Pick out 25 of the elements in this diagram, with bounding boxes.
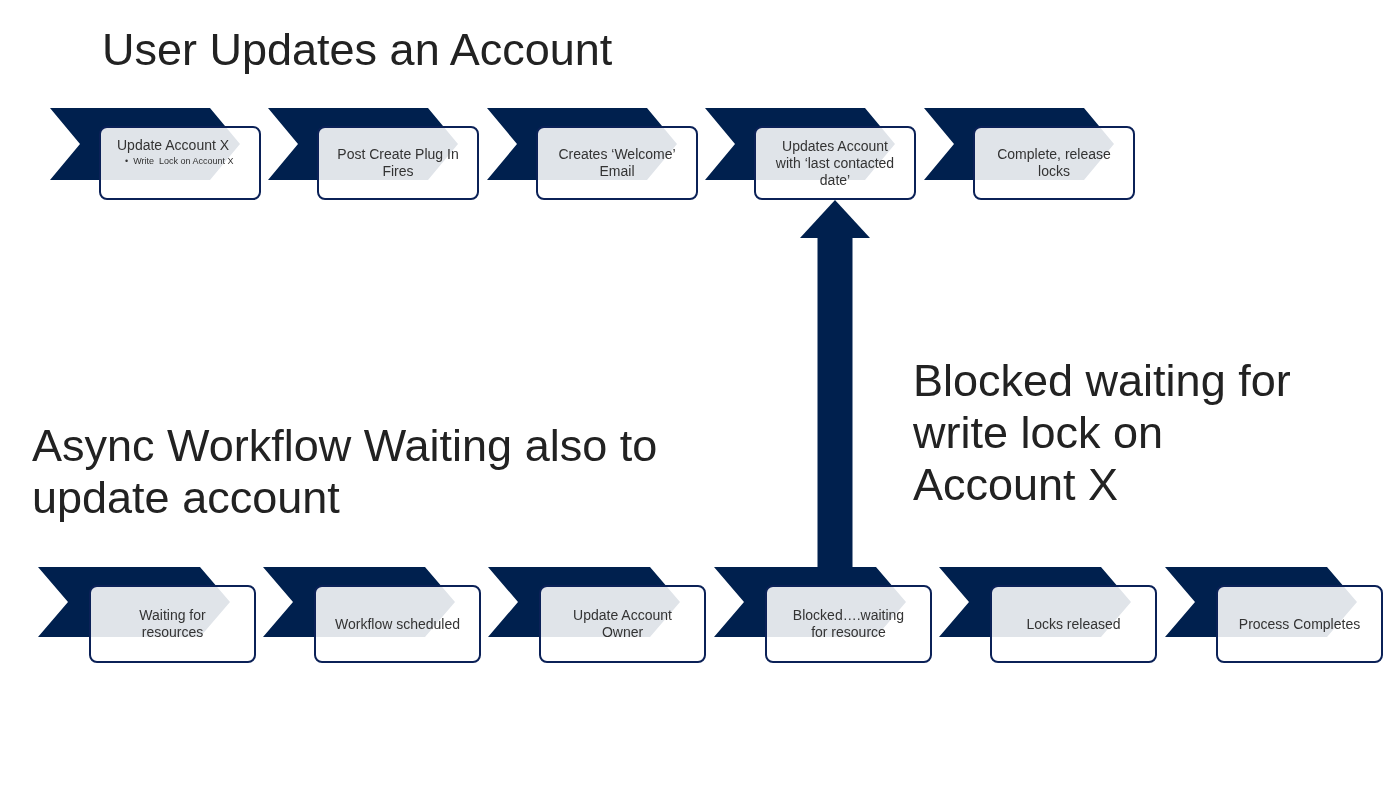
step-text: Blocked….waiting for resource xyxy=(791,607,906,641)
process-card xyxy=(317,126,479,200)
process-card xyxy=(539,585,706,663)
step-text: Waiting for resources xyxy=(138,607,207,641)
process-card xyxy=(973,126,1135,200)
heading: User Updates an Account xyxy=(102,24,613,76)
step-text: Update Account X xyxy=(117,137,230,154)
step-text: Process Completes xyxy=(1238,615,1361,633)
process-card xyxy=(536,126,698,200)
step-text: Complete, release locks xyxy=(996,146,1112,180)
heading: Async Workflow Waiting also to update account xyxy=(32,420,659,524)
step-text: Locks released xyxy=(1026,615,1121,633)
process-card xyxy=(990,585,1157,663)
step-text: Updates Account with ‘last contacted date’ xyxy=(774,137,896,189)
step-text: Post Create Plug In Fires xyxy=(336,146,460,180)
process-card xyxy=(754,126,916,200)
process-card xyxy=(765,585,932,663)
step-text: Update Account Owner xyxy=(572,607,673,641)
bullet-item: • Write Lock on Account X xyxy=(125,155,234,168)
process-card xyxy=(99,126,261,200)
step-text: Creates ‘Welcome’ Email xyxy=(557,146,677,180)
process-card xyxy=(1216,585,1383,663)
step-text: Workflow scheduled xyxy=(335,615,460,633)
process-card xyxy=(89,585,256,663)
process-card xyxy=(314,585,481,663)
